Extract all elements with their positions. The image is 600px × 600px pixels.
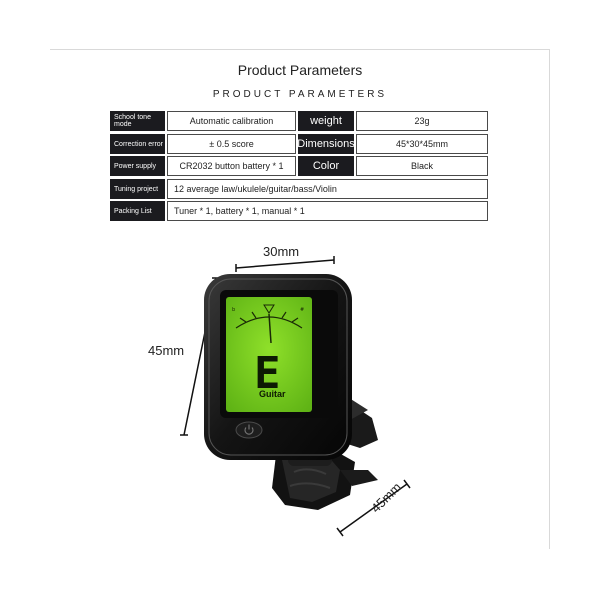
tuning-project-value: 12 average law/ukulele/guitar/bass/Violi…	[167, 179, 488, 199]
dimension-line-bottom-right	[336, 479, 411, 537]
power-supply-value: CR2032 button battery * 1	[167, 156, 296, 176]
dimension-line-top	[235, 256, 335, 272]
svg-text:b: b	[232, 307, 235, 313]
weight-label: weight	[298, 111, 354, 131]
page-title: Product Parameters	[237, 62, 363, 78]
dimension-label-width: 30mm	[263, 244, 300, 259]
dimension-label-height: 45mm	[148, 343, 185, 358]
page-subtitle: PRODUCT PARAMETERS	[212, 89, 388, 100]
svg-text:#: #	[300, 307, 304, 313]
frame-top-line	[50, 49, 550, 50]
screen-mode: Guitar	[259, 389, 286, 399]
weight-value: 23g	[356, 111, 488, 131]
packing-list-label: Packing List	[110, 201, 165, 221]
school-tone-mode-label: School tone mode	[110, 111, 165, 131]
correction-error-label: Correction error	[110, 134, 165, 154]
screen-note: E	[254, 348, 281, 399]
color-label: Color	[298, 156, 354, 176]
tuning-project-label: Tuning project	[110, 179, 165, 199]
frame-right-line	[549, 49, 550, 549]
power-supply-label: Power supply	[110, 156, 165, 176]
packing-list-value: Tuner * 1, battery * 1, manual * 1	[167, 201, 488, 221]
power-icon	[244, 424, 254, 435]
school-tone-mode-value: Automatic calibration	[167, 111, 296, 131]
dimensions-value: 45*30*45mm	[356, 134, 488, 154]
tuner-screen: b # E Guitar	[226, 297, 312, 412]
correction-error-value: ± 0.5 score	[167, 134, 296, 154]
color-value: Black	[356, 156, 488, 176]
power-button[interactable]	[235, 421, 263, 439]
dimensions-label: Dimensions	[297, 134, 355, 154]
